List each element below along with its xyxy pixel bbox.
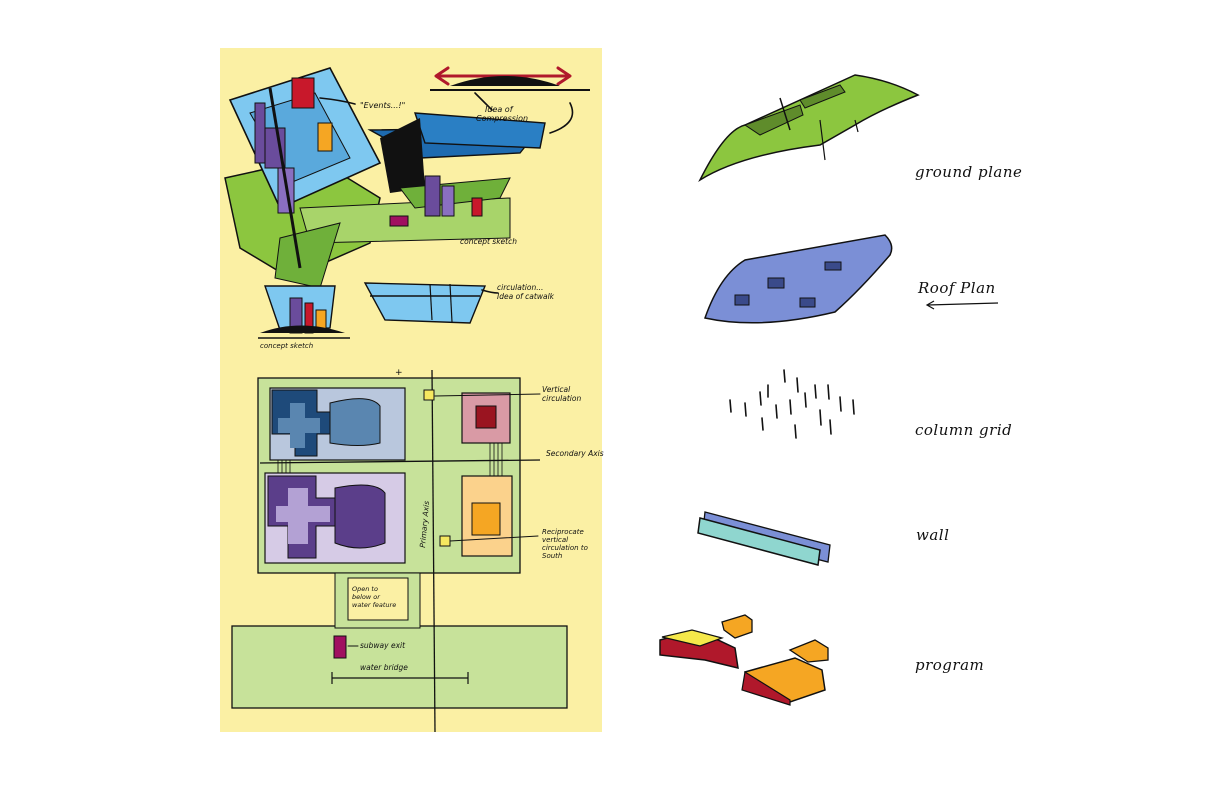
concept-sketch-main: "Events...!" Idea of Compression concept… [225,68,590,288]
label-secondary-axis: Secondary Axis [546,449,604,458]
site-plan: + Vertical circulation Secondary Axis Pr… [232,368,604,732]
label-reciprocate-1: Reciprocate [542,528,584,536]
concept-sketch-small: concept sketch circulation... Idea of ca… [258,283,555,350]
label-program: program [915,656,984,674]
label-reciprocate-4: South [542,552,562,560]
label-circulation-1: circulation... [497,283,543,292]
label-open-1: Open to [352,585,378,593]
label-circulation-2: Idea of catwalk [497,292,555,301]
label-roof-plan: Roof Plan [918,279,996,297]
wall-layer [698,512,830,565]
label-vertical-2: circulation [542,394,581,403]
label-subway-exit: subway exit [360,641,406,650]
label-ground-plane: ground plane [915,163,1022,181]
label-reciprocate-2: vertical [542,536,568,544]
presentation-board: "Events...!" Idea of Compression concept… [220,48,602,732]
label-wall: wall [916,526,949,544]
label-vertical-1: Vertical [542,385,571,394]
label-compression-1: Idea of [485,105,514,114]
label-concept-sketch-1: concept sketch [460,237,517,246]
label-column-grid: column grid [915,421,1012,439]
label-compression-2: Compression [476,114,528,123]
label-concept-sketch-2: concept sketch [260,342,313,350]
board-sketches: "Events...!" Idea of Compression concept… [220,48,602,732]
label-reciprocate-3: circulation to [542,544,588,552]
ground-plane-layer [700,75,918,180]
program-layer [660,615,828,705]
roof-plan-layer [705,235,892,323]
label-water-bridge: water bridge [360,663,408,672]
label-open-2: below or [352,593,381,601]
label-open-3: water feature [352,601,396,609]
svg-text:+: + [395,368,403,378]
label-events: "Events...!" [360,101,405,110]
column-grid-layer [730,370,854,438]
